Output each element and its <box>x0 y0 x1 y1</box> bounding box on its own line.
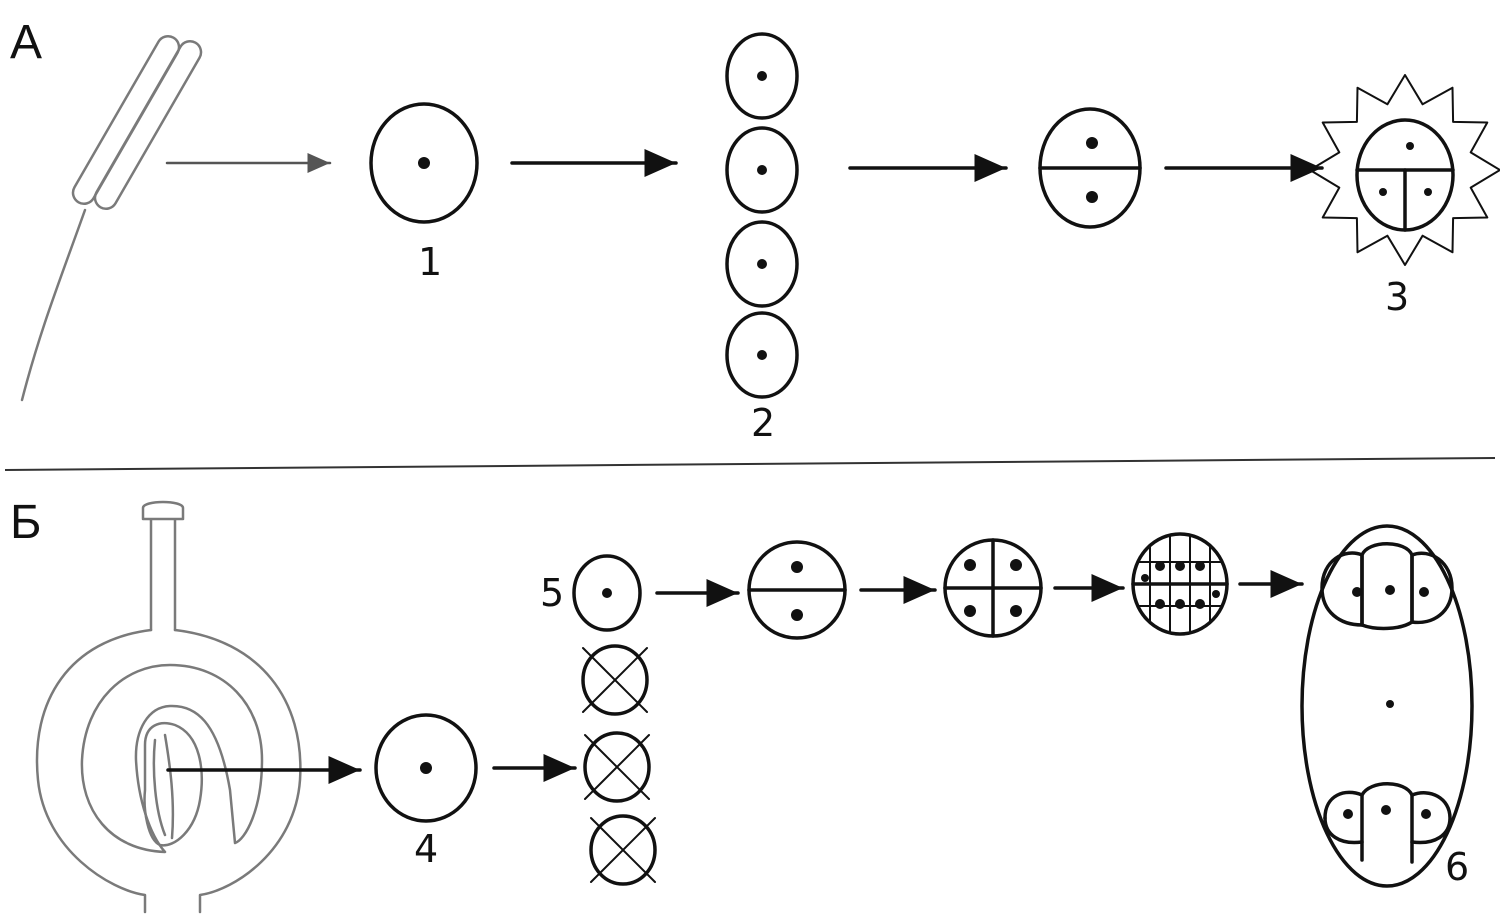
section-label-a: А <box>10 16 42 69</box>
embryo-sac-8-nucleate <box>1131 532 1229 636</box>
mature-embryo-sac <box>1300 524 1474 888</box>
embryo-sac-2-nucleate <box>747 540 847 640</box>
section-label-b: Б <box>10 496 42 549</box>
label-4: 4 <box>414 827 438 871</box>
label-3: 3 <box>1385 275 1409 319</box>
two-celled-pollen <box>1038 107 1142 229</box>
section-divider <box>4 457 1496 471</box>
megaspores-degenerating <box>581 644 657 886</box>
stamen-anther <box>20 35 203 402</box>
cell-1 <box>369 102 479 224</box>
label-5: 5 <box>540 571 564 615</box>
microspore-tetrad <box>725 32 799 399</box>
mature-pollen-grain <box>1309 74 1500 266</box>
pistil-ovary <box>35 500 302 914</box>
megaspore-functional <box>572 554 642 632</box>
embryo-sac-4-nucleate <box>943 538 1043 638</box>
cell-4 <box>374 713 478 823</box>
label-2: 2 <box>751 401 775 445</box>
label-1: 1 <box>418 240 442 284</box>
label-6: 6 <box>1445 845 1469 889</box>
